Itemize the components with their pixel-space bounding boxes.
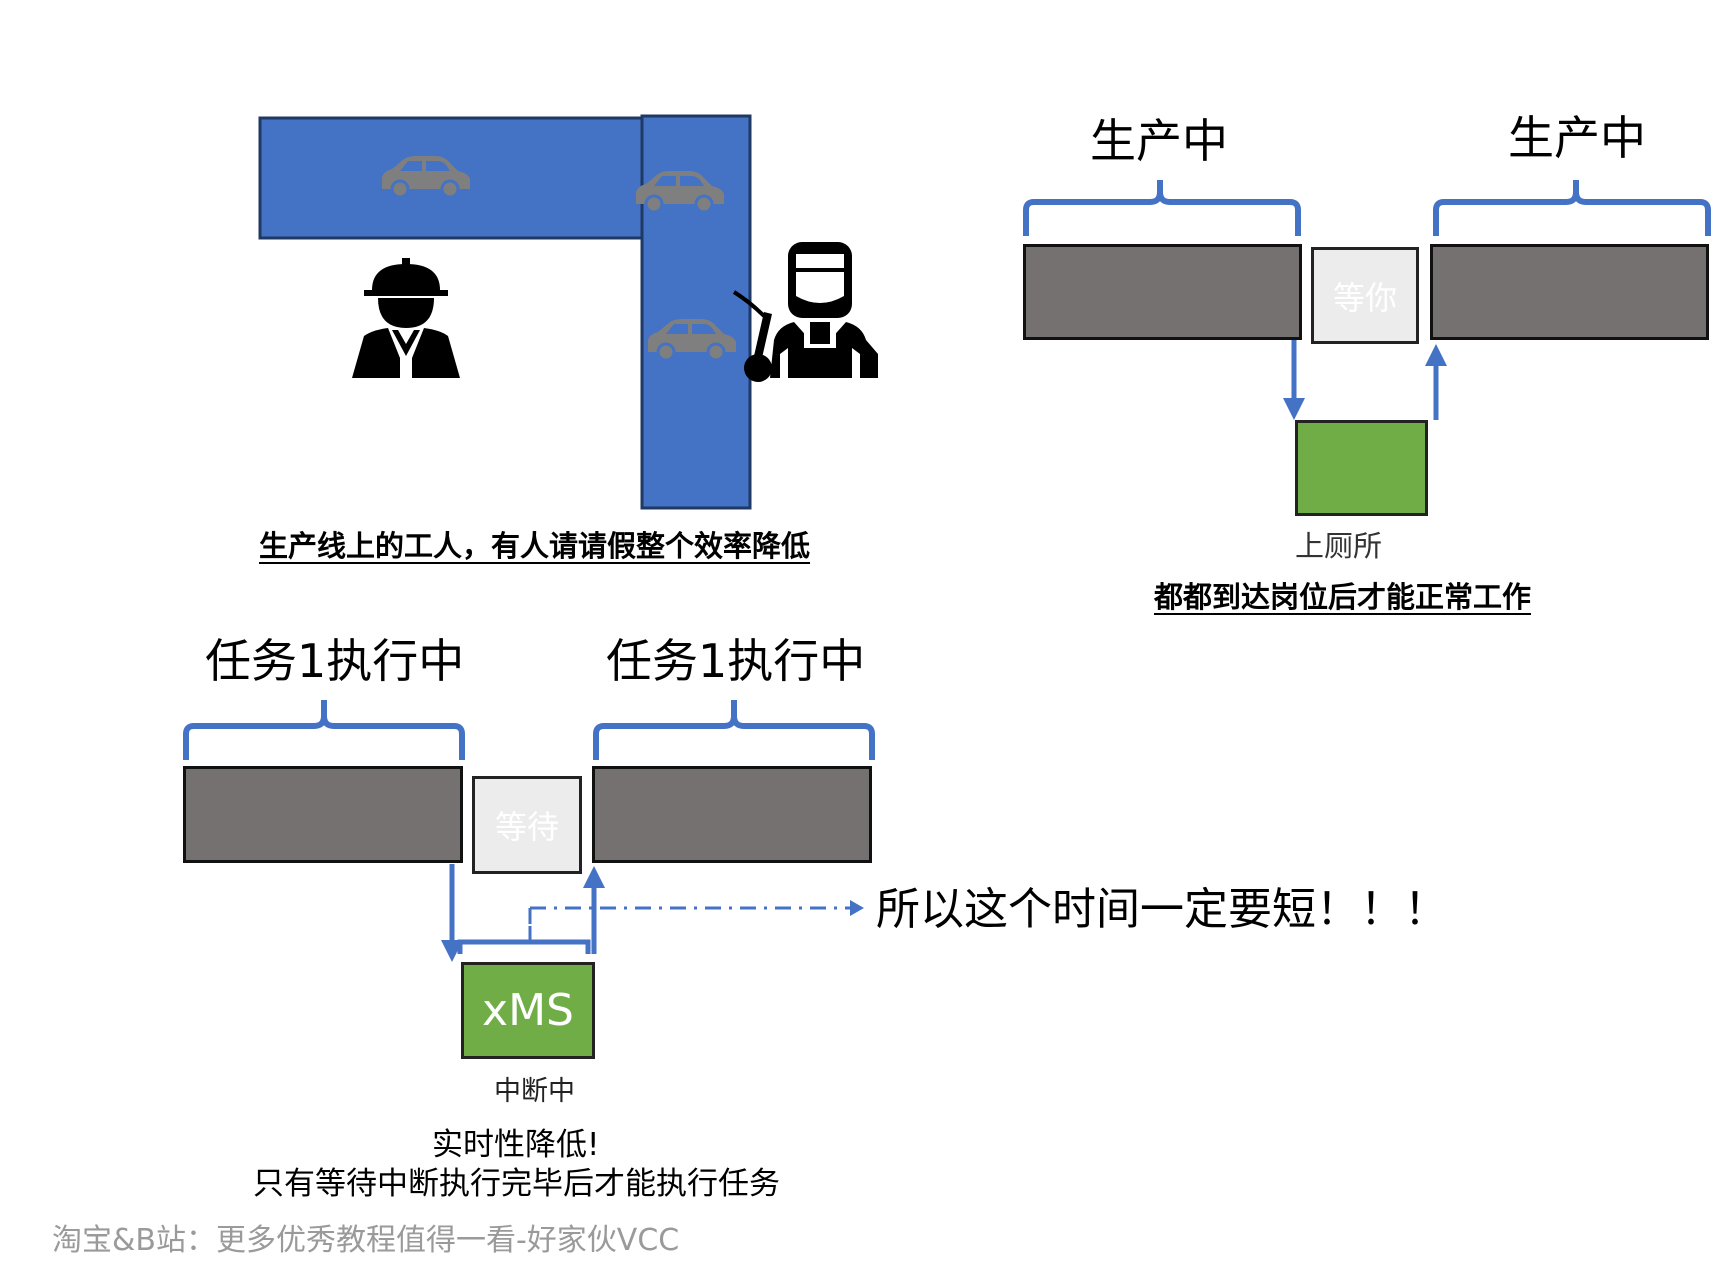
producing-bar-right bbox=[1430, 244, 1709, 340]
worker-hardhat-icon bbox=[352, 258, 460, 378]
producing-bar-left bbox=[1023, 244, 1302, 340]
factory-caption: 生产线上的工人，有人请请假整个效率降低 bbox=[259, 529, 811, 563]
bracket-right-toilet bbox=[1433, 180, 1711, 236]
arrow-up-toilet bbox=[1425, 344, 1447, 420]
interrupting-label: 中断中 bbox=[494, 1076, 575, 1107]
note-line-2: 只有等待中断执行完毕后才能执行任务 bbox=[253, 1166, 780, 1202]
bracket-left-interrupt bbox=[183, 700, 465, 760]
task-bar-left bbox=[183, 766, 463, 863]
watermark: 淘宝&B站：更多优秀教程值得一看-好家伙VCC bbox=[52, 1223, 680, 1258]
bracket-right-interrupt bbox=[593, 700, 875, 760]
label-producing-right: 生产中 bbox=[1508, 111, 1646, 165]
task-bar-right bbox=[592, 766, 872, 863]
wait-label-toilet: 等你 bbox=[1332, 278, 1397, 317]
wait-box-interrupt: 等待 bbox=[472, 776, 582, 874]
arrow-up-interrupt bbox=[583, 866, 605, 954]
interrupt-box: xMS bbox=[461, 962, 595, 1059]
bracket-left-toilet bbox=[1023, 180, 1301, 236]
toilet-caption: 都都到达岗位后才能正常工作 bbox=[1154, 580, 1532, 614]
toilet-break-label: 上厕所 bbox=[1295, 529, 1383, 563]
label-task-running-left: 任务1执行中 bbox=[205, 634, 465, 688]
label-task-running-right: 任务1执行中 bbox=[606, 634, 866, 688]
toilet-break-box bbox=[1295, 420, 1428, 516]
wait-box-toilet: 等你 bbox=[1311, 247, 1419, 344]
dash-dot-pointer-arrow bbox=[528, 900, 864, 924]
interval-bracket bbox=[457, 926, 591, 954]
wait-label-interrupt: 等待 bbox=[494, 808, 559, 846]
arrow-down-toilet bbox=[1283, 340, 1305, 420]
interrupt-duration-label: xMS bbox=[482, 985, 574, 1036]
label-producing-left: 生产中 bbox=[1090, 114, 1228, 168]
welder-icon bbox=[732, 242, 878, 382]
note-line-1: 实时性降低! bbox=[432, 1127, 600, 1163]
conclusion-text: 所以这个时间一定要短！！！ bbox=[876, 884, 1448, 935]
